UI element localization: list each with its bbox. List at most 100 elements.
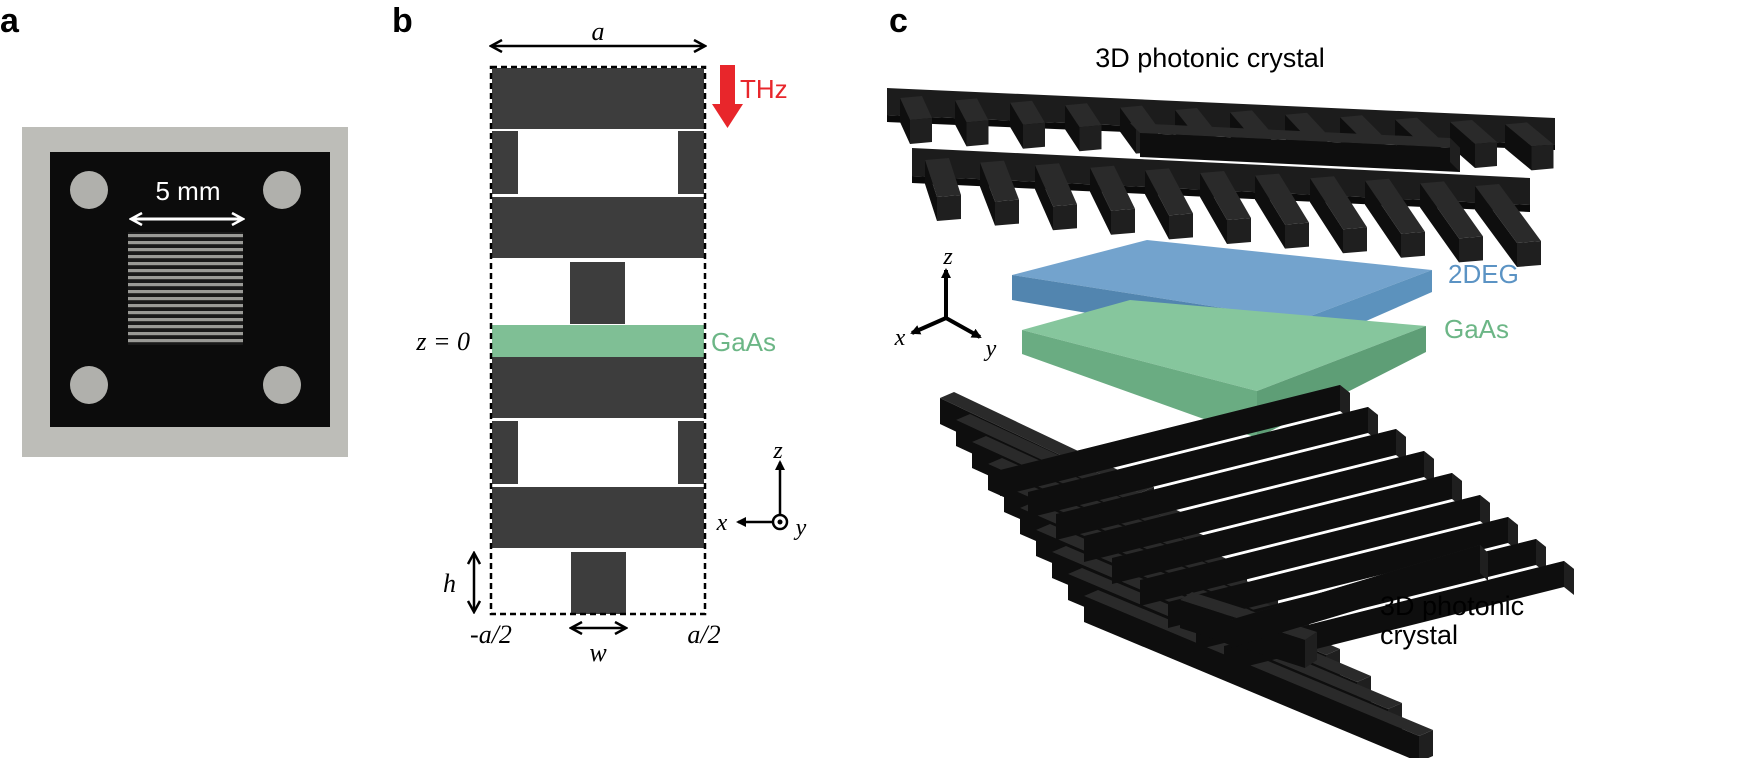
bottom-rod — [1112, 473, 1452, 584]
sample-photo: 5 mm — [22, 127, 348, 457]
top-rod — [966, 120, 989, 147]
top-rod — [1420, 183, 1459, 263]
top-rod — [1090, 165, 1135, 211]
gaas-label: GaAs — [711, 327, 776, 357]
bottom-rod — [1305, 632, 1317, 668]
bar-end-right-1 — [678, 131, 704, 194]
top-rod — [1035, 163, 1077, 207]
axis-z-label: z — [772, 438, 783, 464]
top-rod — [1531, 144, 1554, 171]
top-rod — [1053, 204, 1077, 231]
grating-line — [128, 248, 243, 252]
top-rod — [1450, 138, 1460, 172]
top-rod — [1365, 178, 1425, 234]
grating-line — [128, 318, 243, 322]
twodeg-sheet — [1012, 240, 1432, 320]
gaas-layer — [492, 325, 704, 357]
top-rod — [1145, 168, 1193, 216]
grating-line — [128, 276, 243, 280]
top-rod — [1140, 133, 1460, 172]
top-rod — [1090, 167, 1111, 235]
grating-line — [128, 269, 243, 273]
top-rod — [1395, 117, 1441, 142]
grating-line — [128, 325, 243, 329]
axis-x-label: x — [716, 510, 728, 536]
bottom-photonic-crystal — [940, 385, 1574, 758]
top-rod — [1130, 123, 1460, 148]
bottom-rod — [1564, 561, 1574, 595]
bottom-rod — [1056, 429, 1396, 540]
axis3d-x-line — [910, 316, 947, 335]
top-rod — [1035, 165, 1053, 231]
top-rod — [1310, 178, 1343, 254]
top-rod — [1340, 115, 1384, 140]
top-rod — [955, 98, 989, 123]
bottom-crystal-label-line1: 3D photonic — [1380, 591, 1524, 621]
right-edge-label: a/2 — [687, 620, 720, 649]
gaas-slab-top — [1022, 300, 1426, 391]
bottom-rod — [1419, 730, 1433, 758]
grating-line — [128, 332, 243, 336]
twodeg-label: 2DEG — [1448, 259, 1519, 289]
h-label: h — [443, 569, 456, 598]
panel-label-c: c — [889, 2, 908, 40]
period-label: a — [592, 17, 605, 46]
top-rod — [1200, 173, 1227, 244]
top-rod — [1475, 186, 1517, 267]
axis3d-y-label: y — [984, 336, 997, 362]
top-rod — [1169, 213, 1193, 240]
corner-hole-bottom-right — [263, 366, 301, 404]
top-rod — [1310, 176, 1367, 230]
top-rod — [1365, 180, 1401, 258]
axis3d-z-label: z — [942, 244, 953, 270]
top-rod — [980, 162, 995, 226]
top-rod — [925, 160, 937, 221]
bottom-rod — [1140, 495, 1480, 606]
bar-square-1 — [570, 262, 625, 324]
top-rod — [1120, 107, 1136, 154]
grating-line — [128, 283, 243, 287]
bottom-rod — [1424, 451, 1434, 485]
bottom-rod — [1084, 596, 1419, 758]
grating-line — [128, 290, 243, 294]
bar-end-left-2 — [492, 421, 518, 484]
bar-square-2 — [571, 552, 626, 614]
top-rod — [1505, 124, 1532, 171]
bottom-rod — [1396, 429, 1406, 463]
top-rod — [995, 199, 1019, 226]
axis3d-x-label: x — [894, 325, 906, 351]
top-rod — [1475, 184, 1541, 243]
grating-line — [128, 241, 243, 245]
unit-cell-diagram: a THz z = 0 GaAs h w -a/2 a/2 — [415, 17, 806, 667]
bottom-rod — [1340, 385, 1350, 419]
left-edge-label: -a/2 — [470, 620, 512, 649]
grating-line — [128, 297, 243, 301]
bar-horizontal-4 — [492, 487, 704, 548]
top-rod — [1420, 181, 1483, 239]
top-rod — [900, 98, 910, 144]
top-rod — [1505, 122, 1554, 147]
axis3d-y-line — [945, 316, 982, 339]
top-rod — [980, 160, 1019, 202]
bar-horizontal-2 — [492, 197, 704, 258]
bar-horizontal-3 — [492, 357, 704, 418]
exploded-3d-view: 3D photonic crystal 2DEG GaAs 3D photoni… — [887, 43, 1574, 758]
top-photonic-crystal — [887, 88, 1555, 267]
top-rod — [925, 158, 961, 197]
panel-label-b: b — [392, 2, 413, 40]
bottom-crystal-label-line2: crystal — [1380, 620, 1458, 650]
bar-horizontal-1 — [492, 68, 704, 129]
top-rod — [1227, 218, 1251, 244]
bottom-rod — [1168, 517, 1508, 628]
top-rod — [1230, 110, 1271, 135]
bottom-rod — [1084, 451, 1424, 562]
bottom-rod — [1536, 539, 1546, 573]
top-rod — [1065, 103, 1102, 128]
top-rod — [910, 118, 932, 144]
gaas-3d-label: GaAs — [1444, 314, 1509, 344]
top-rod — [1111, 208, 1135, 235]
bottom-rod — [1000, 385, 1340, 496]
w-label: w — [589, 638, 607, 667]
panel-label-a: a — [0, 2, 19, 40]
top-rod — [1175, 108, 1215, 132]
